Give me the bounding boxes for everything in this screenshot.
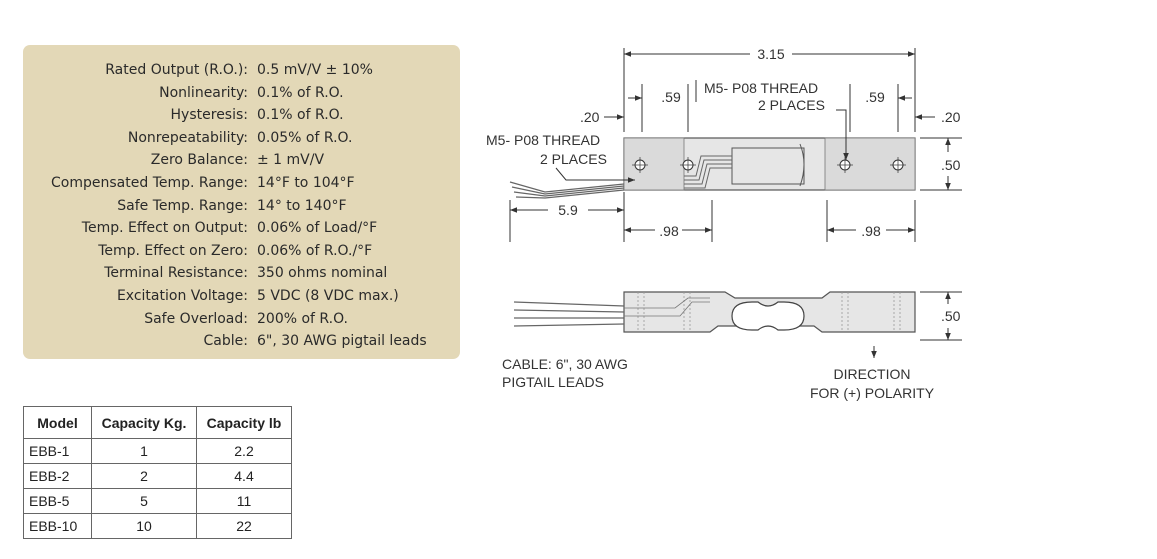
dim-pitch-left-label: .98 (659, 223, 679, 239)
internal-wire (684, 155, 732, 177)
thread-hole-hidden-lines (637, 292, 901, 332)
model-cell: EBB-2 (23, 463, 92, 489)
dim-length-label: 3.15 (757, 46, 784, 62)
table-row: EBB-10 10 22 (23, 513, 292, 539)
spec-value: 0.05% of R.O. (257, 129, 353, 146)
cable-note-line1: CABLE: 6", 30 AWG (502, 356, 628, 372)
table-row: EBB-2 2 4.4 (23, 463, 292, 489)
body-end-left (623, 137, 685, 191)
model-capacity-table: Model Capacity Kg. Capacity lb EBB-1 1 2… (23, 406, 292, 539)
top-view: 3.15 .59 .59 .20 .20 M5- P08 THREAD 2 PL… (486, 46, 962, 242)
spec-label: Safe Overload: (144, 310, 248, 327)
thread-hole-icon (837, 157, 853, 173)
spec-label: Compensated Temp. Range: (51, 174, 248, 191)
capacity-lb-cell: 2.2 (196, 438, 292, 464)
thread-hole-icon (632, 157, 648, 173)
spec-row: Zero Balance: ± 1 mV/V (23, 149, 427, 172)
capacity-lb-cell: 4.4 (196, 463, 292, 489)
dim-hole-left-label: .59 (661, 89, 681, 105)
side-view: .50 DIRECTION FOR (+) POLARITY CABLE: 6"… (502, 291, 962, 401)
load-cell-dimension-drawing: 3.15 .59 .59 .20 .20 M5- P08 THREAD 2 PL… (486, 46, 962, 401)
capacity-kg-cell: 2 (91, 463, 197, 489)
spec-value: 0.06% of R.O./°F (257, 242, 373, 259)
column-header-capacity-kg: Capacity Kg. (91, 406, 197, 439)
thread-hole-icon (680, 157, 696, 173)
spec-value: 5 VDC (8 VDC max.) (257, 287, 399, 304)
capacity-lb-cell: 11 (196, 488, 292, 514)
pigtail-cable-side (513, 297, 710, 327)
capacity-kg-cell: 5 (91, 488, 197, 514)
dim-pitch-right-label: .98 (861, 223, 881, 239)
spec-row: Nonrepeatability: 0.05% of R.O. (23, 127, 427, 150)
spec-value: 0.1% of R.O. (257, 107, 344, 124)
spec-row: Rated Output (R.O.): 0.5 mV/V ± 10% (23, 59, 427, 82)
dim-cable-label: 5.9 (558, 202, 578, 218)
dim-hole-right-label: .59 (865, 89, 885, 105)
binocular-hole (731, 301, 805, 331)
table-row: EBB-1 1 2.2 (23, 438, 292, 464)
spec-label: Temp. Effect on Zero: (98, 242, 248, 259)
dim-height-side-label: .50 (941, 308, 961, 324)
model-cell: EBB-5 (23, 488, 92, 514)
spec-value: 200% of R.O. (257, 310, 348, 327)
spec-row: Hysteresis: 0.1% of R.O. (23, 104, 427, 127)
spec-row: Safe Overload: 200% of R.O. (23, 308, 427, 331)
capacity-kg-cell: 1 (91, 438, 197, 464)
model-cell: EBB-10 (23, 513, 92, 539)
pigtail-cable (509, 181, 625, 199)
thread-note-left-line2: 2 PLACES (540, 151, 607, 167)
spec-value: 350 ohms nominal (257, 265, 388, 282)
gauge-outline (799, 143, 805, 187)
capacity-lb-cell: 22 (196, 513, 292, 539)
spec-row: Compensated Temp. Range: 14°F to 104°F (23, 172, 427, 195)
direction-note-line2: FOR (+) POLARITY (810, 385, 935, 401)
model-cell: EBB-1 (23, 438, 92, 464)
spec-label: Terminal Resistance: (104, 265, 248, 282)
spec-value: 0.06% of Load/°F (257, 220, 378, 237)
internal-wire (684, 159, 732, 181)
spec-row: Temp. Effect on Zero: 0.06% of R.O./°F (23, 240, 427, 263)
capacity-kg-cell: 10 (91, 513, 197, 539)
spec-row: Safe Temp. Range: 14° to 140°F (23, 195, 427, 218)
spec-label: Nonlinearity: (159, 84, 248, 101)
spec-label: Temp. Effect on Output: (81, 220, 248, 237)
internal-wire (684, 163, 732, 185)
thread-hole-icon (890, 157, 906, 173)
direction-note-line1: DIRECTION (834, 366, 911, 382)
spec-value: 14° to 140°F (257, 197, 347, 214)
thread-note-top-line2: 2 PLACES (758, 97, 825, 113)
spec-row: Cable: 6", 30 AWG pigtail leads (23, 330, 427, 353)
spec-value: 0.5 mV/V ± 10% (257, 62, 373, 78)
spec-label: Cable: (203, 333, 248, 350)
dim-height-top-label: .50 (941, 157, 961, 173)
dim-end-left-label: .20 (580, 109, 600, 125)
spec-label: Excitation Voltage: (116, 287, 248, 304)
spec-label: Rated Output (R.O.): (105, 62, 248, 78)
cable-note-line2: PIGTAIL LEADS (502, 374, 604, 390)
spec-value: ± 1 mV/V (257, 152, 325, 169)
column-header-model: Model (23, 406, 92, 439)
thread-note-left-line1: M5- P08 THREAD (486, 132, 600, 148)
dim-end-right-label: .20 (941, 109, 961, 125)
spec-row: Excitation Voltage: 5 VDC (8 VDC max.) (23, 285, 427, 308)
spec-label: Hysteresis: (170, 107, 248, 124)
thread-note-top-line1: M5- P08 THREAD (704, 80, 818, 96)
spec-value: 6", 30 AWG pigtail leads (257, 333, 427, 350)
spec-row: Temp. Effect on Output: 0.06% of Load/°F (23, 217, 427, 240)
internal-wire (684, 167, 732, 189)
spec-value: 14°F to 104°F (257, 174, 355, 191)
spec-row: Nonlinearity: 0.1% of R.O. (23, 82, 427, 105)
column-header-capacity-lb: Capacity lb (196, 406, 292, 439)
spec-label: Zero Balance: (150, 152, 248, 169)
spec-label: Safe Temp. Range: (117, 197, 248, 214)
specifications-panel: Rated Output (R.O.): 0.5 mV/V ± 10% Nonli… (23, 45, 460, 359)
spec-value: 0.1% of R.O. (257, 84, 344, 101)
table-header-row: Model Capacity Kg. Capacity lb (23, 406, 292, 439)
spec-row: Terminal Resistance: 350 ohms nominal (23, 262, 427, 285)
specifications-table: Rated Output (R.O.): 0.5 mV/V ± 10% Nonli… (23, 59, 427, 353)
spec-label: Nonrepeatability: (127, 129, 248, 146)
table-row: EBB-5 5 11 (23, 488, 292, 514)
